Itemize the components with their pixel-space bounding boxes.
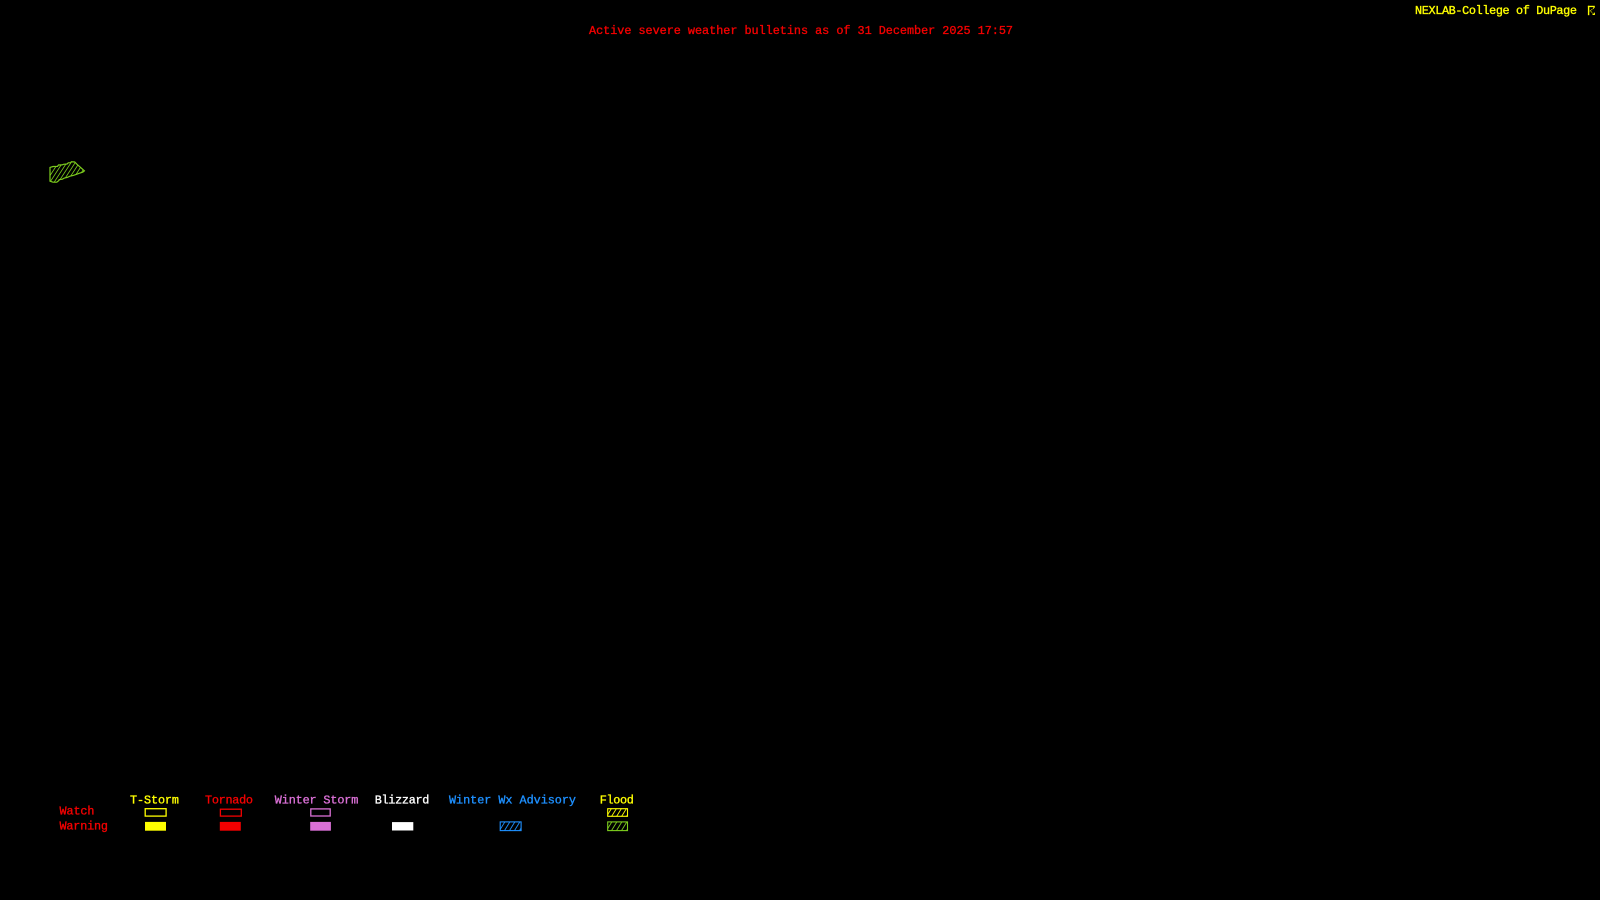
svg-text:Blizzard: Blizzard <box>375 793 430 807</box>
svg-text:NEXLAB-College of DuPage: NEXLAB-College of DuPage <box>1415 4 1577 18</box>
svg-text:Winter Storm: Winter Storm <box>275 793 359 807</box>
svg-text:T-Storm: T-Storm <box>130 793 179 807</box>
svg-text:Watch: Watch <box>60 804 95 818</box>
svg-text:Tornado: Tornado <box>205 793 253 807</box>
svg-text:Warning: Warning <box>60 820 109 834</box>
svg-text:Active severe weather bulletin: Active severe weather bulletins as of 31… <box>589 24 1013 38</box>
svg-text:Winter Wx Advisory: Winter Wx Advisory <box>449 793 576 807</box>
svg-text:Flood: Flood <box>600 793 634 807</box>
